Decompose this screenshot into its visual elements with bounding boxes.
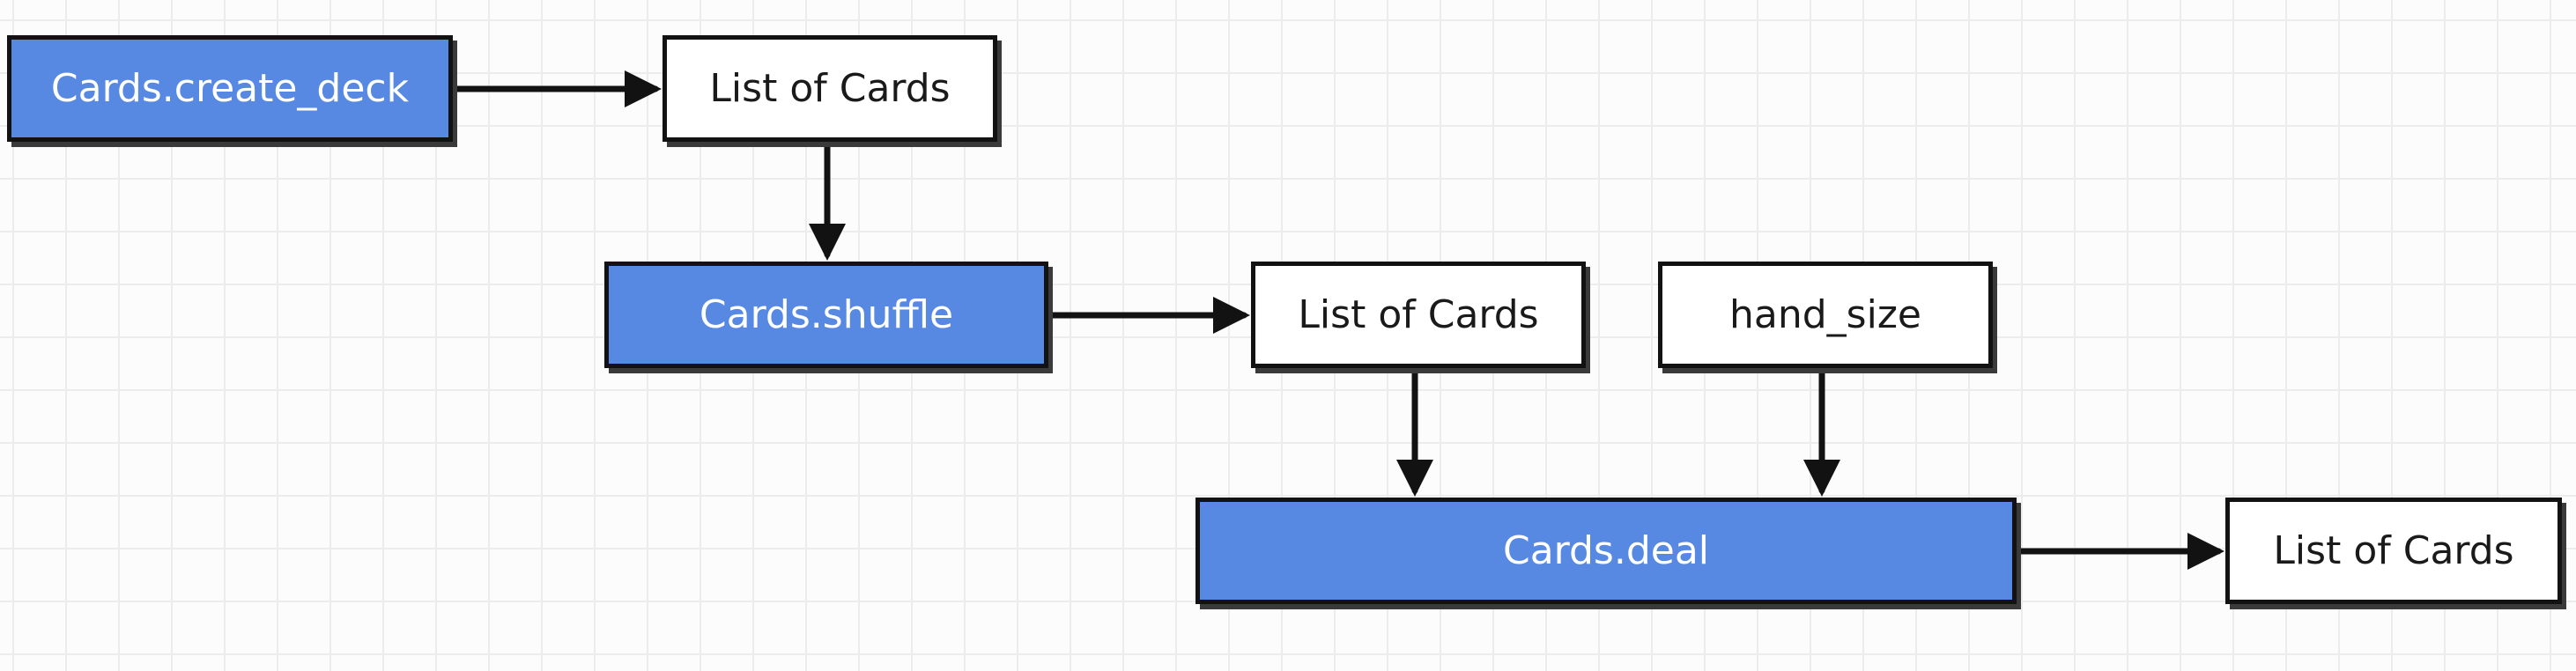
list-of-cards-node-1: List of Cards bbox=[663, 35, 997, 142]
hand-size-label: hand_size bbox=[1729, 292, 1921, 337]
shuffle-node: Cards.shuffle bbox=[604, 262, 1048, 368]
shuffle-label: Cards.shuffle bbox=[699, 292, 954, 337]
list-of-cards-label-2: List of Cards bbox=[1298, 292, 1539, 337]
deal-node: Cards.deal bbox=[1195, 498, 2017, 604]
deal-label: Cards.deal bbox=[1502, 528, 1710, 573]
list-of-cards-label-1: List of Cards bbox=[709, 66, 951, 111]
create-deck-label: Cards.create_deck bbox=[50, 66, 410, 111]
list-of-cards-label-3: List of Cards bbox=[2273, 528, 2514, 573]
list-of-cards-node-2: List of Cards bbox=[1251, 262, 1586, 368]
list-of-cards-node-3: List of Cards bbox=[2225, 498, 2562, 604]
hand-size-node: hand_size bbox=[1658, 262, 1993, 368]
create-deck-node: Cards.create_deck bbox=[7, 35, 453, 142]
